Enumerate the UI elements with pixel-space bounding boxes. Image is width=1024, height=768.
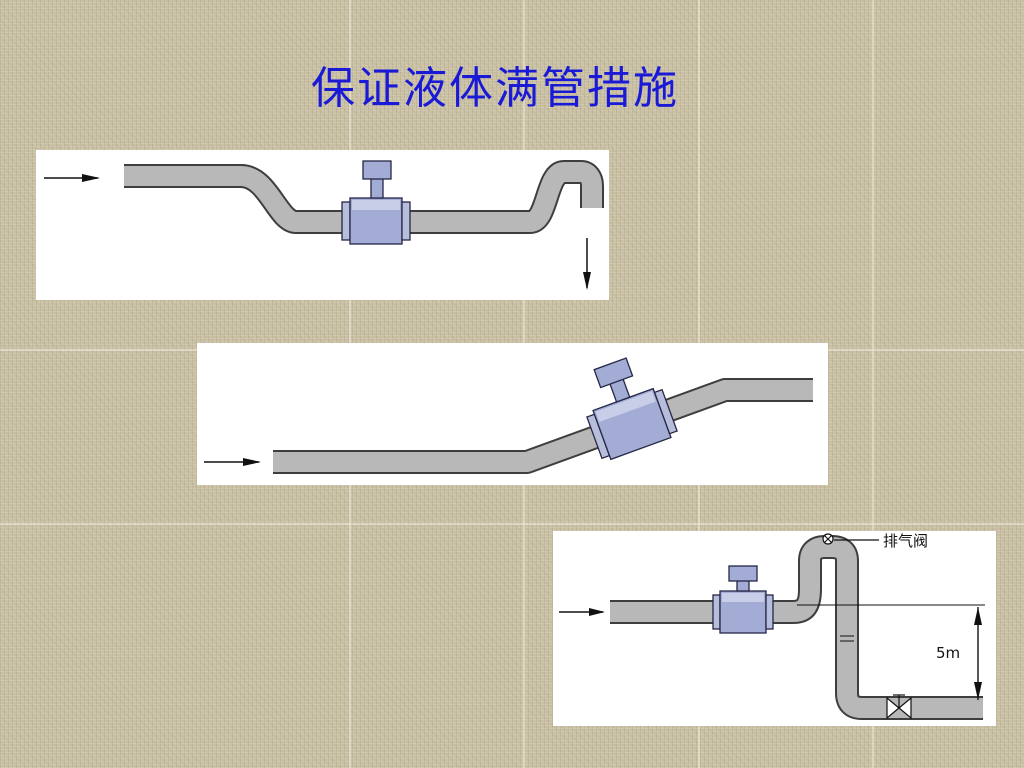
flow-arrow-icon bbox=[583, 238, 591, 290]
page-title: 保证液体满管措施 bbox=[311, 63, 679, 114]
diagram-panel-rise-outlet bbox=[36, 150, 609, 300]
background-tile-line bbox=[0, 523, 1024, 525]
flowmeter-icon bbox=[586, 357, 678, 461]
gate-valve-icon bbox=[886, 694, 912, 720]
diagram-panel-upward-slope bbox=[197, 343, 828, 485]
diagram-panel-vent-riser: 5m 排气阀 bbox=[553, 531, 996, 726]
height-label: 5m bbox=[936, 644, 960, 662]
flow-arrow-icon bbox=[44, 174, 100, 182]
flowmeter-icon bbox=[341, 160, 411, 245]
vent-valve-icon bbox=[822, 533, 834, 545]
pipe bbox=[610, 535, 983, 720]
diagram-rise-outlet bbox=[44, 160, 604, 290]
flowmeter-icon bbox=[712, 565, 774, 634]
flow-arrow-icon bbox=[204, 458, 261, 466]
background-tile-line bbox=[872, 0, 874, 768]
vent-valve-label: 排气阀 bbox=[883, 532, 928, 550]
diagram-vent-riser: 5m 排气阀 bbox=[559, 532, 985, 720]
dimension-arrow-icon bbox=[974, 607, 982, 700]
diagram-upward-slope bbox=[204, 357, 813, 474]
flow-arrow-icon bbox=[559, 608, 605, 616]
